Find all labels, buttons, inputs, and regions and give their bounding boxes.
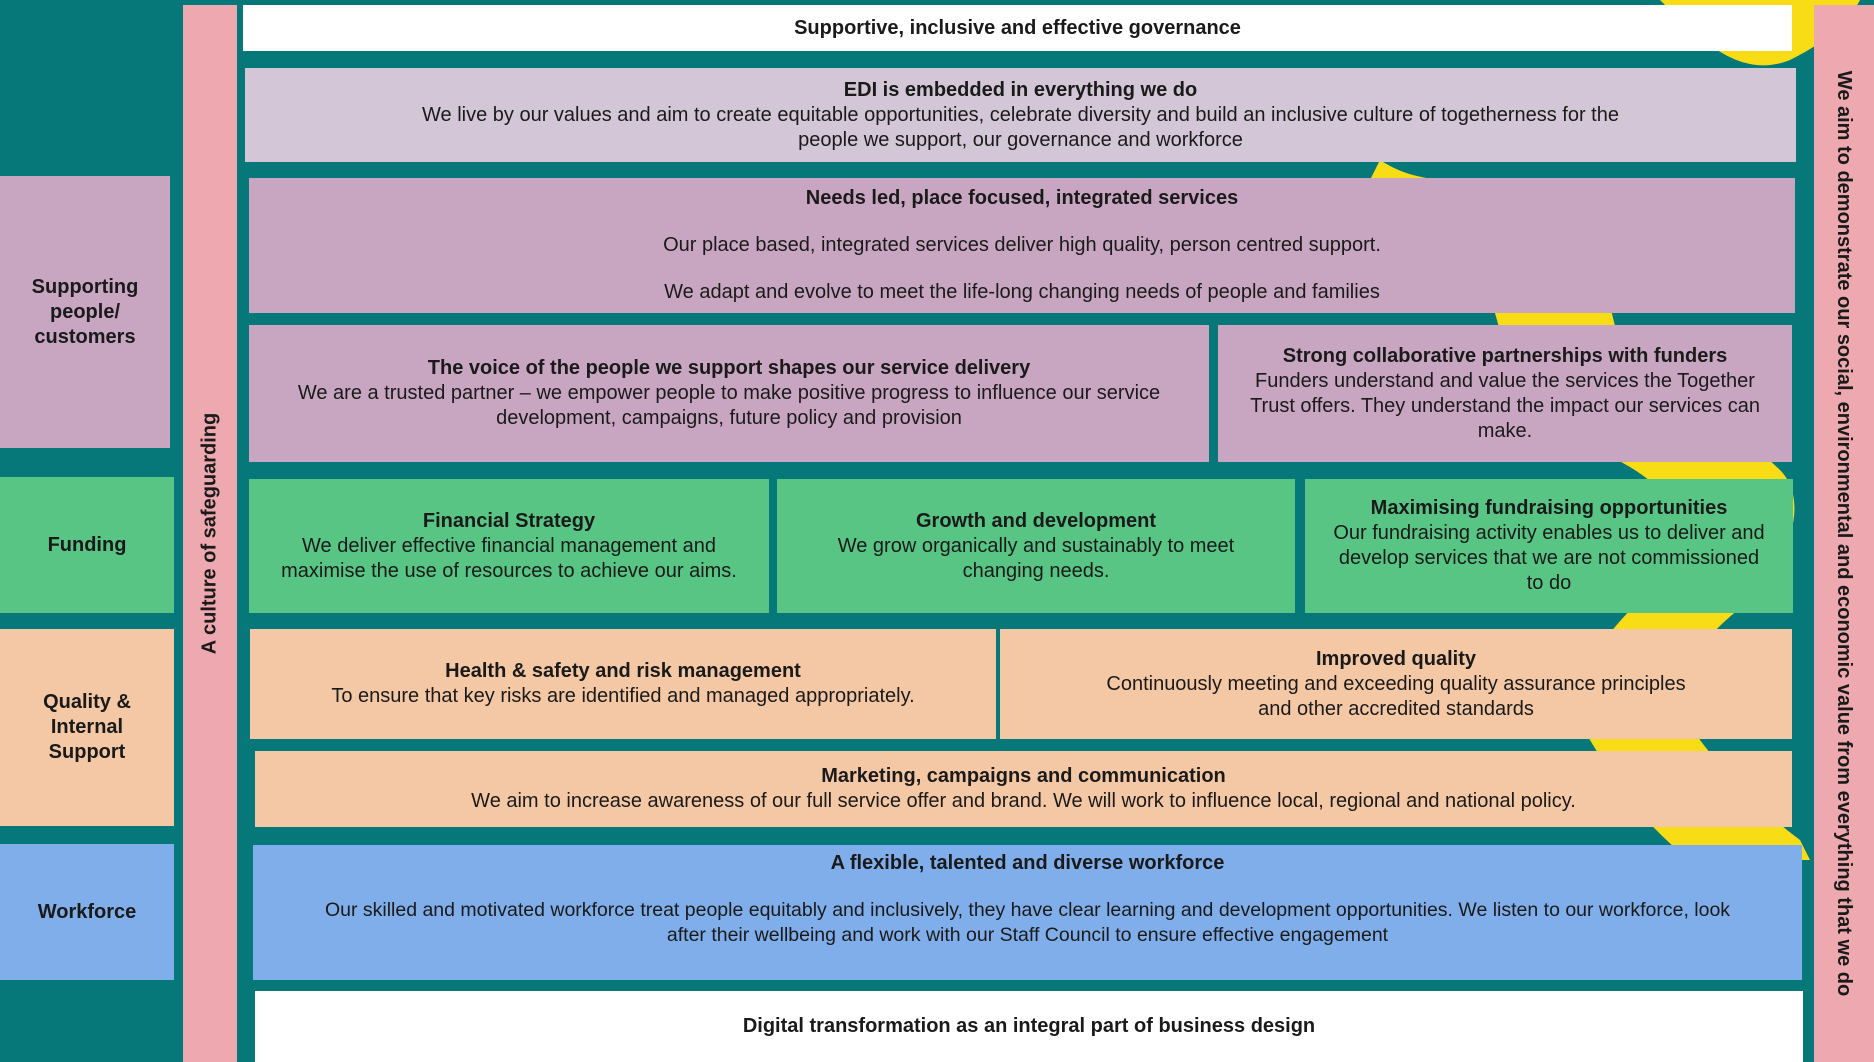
financial-text-line1: We deliver effective financial managemen… bbox=[302, 534, 716, 557]
partnerships-text-line2: Trust offers. They understand the impact… bbox=[1250, 394, 1760, 417]
financial-title: Financial Strategy bbox=[422, 509, 596, 532]
financial-text-line2: maximise the use of resources to achieve… bbox=[281, 559, 737, 582]
fundraising-title: Maximising fundraising opportunities bbox=[1370, 497, 1728, 519]
digital-transformation-banner: Digital transformation as an integral pa… bbox=[255, 991, 1803, 1062]
voice-text-line2: development, campaigns, future policy an… bbox=[496, 407, 962, 429]
workforce-box: A flexible, talented and diverse workfor… bbox=[253, 845, 1802, 980]
growth-box: Growth and development We grow organical… bbox=[777, 479, 1295, 613]
needs-title: Needs led, place focused, integrated ser… bbox=[805, 187, 1239, 209]
needs-text-line1: Our place based, integrated services del… bbox=[663, 234, 1381, 256]
workforce-title: A flexible, talented and diverse workfor… bbox=[830, 852, 1225, 874]
partnerships-text-line1: Funders understand and value the service… bbox=[1255, 369, 1755, 392]
workforce-text-line1: Our skilled and motivated workforce trea… bbox=[324, 899, 1731, 921]
edi-title: EDI is embedded in everything we do bbox=[843, 78, 1198, 101]
needs-text-line2: We adapt and evolve to meet the life-lon… bbox=[664, 281, 1380, 303]
category-funding: Funding bbox=[0, 477, 174, 613]
financial-strategy-box: Financial Strategy We deliver effective … bbox=[249, 479, 769, 613]
partnerships-title: Strong collaborative partnerships with f… bbox=[1282, 344, 1728, 367]
improved-quality-box: Improved quality Continuously meeting an… bbox=[1000, 629, 1792, 739]
category-funding-label: Funding bbox=[47, 533, 127, 556]
workforce-text-line2: after their wellbeing and work with our … bbox=[666, 924, 1389, 946]
category-workforce: Workforce bbox=[0, 844, 174, 980]
voice-title: The voice of the people we support shape… bbox=[427, 357, 1031, 379]
edi-box: EDI is embedded in everything we do We l… bbox=[245, 68, 1796, 162]
quality-text-line1: Continuously meeting and exceeding quali… bbox=[1106, 672, 1686, 695]
voice-text-line1: We are a trusted partner – we empower pe… bbox=[297, 382, 1161, 404]
fundraising-text-line3: to do bbox=[1526, 572, 1572, 594]
category-supporting-people: Supporting people/ customers bbox=[0, 176, 170, 448]
digital-title: Digital transformation as an integral pa… bbox=[742, 1015, 1316, 1037]
quality-text-line2: and other accredited standards bbox=[1258, 697, 1534, 720]
governance-title: Supportive, inclusive and effective gove… bbox=[794, 16, 1241, 39]
health-text-line1: To ensure that key risks are identified … bbox=[331, 685, 915, 707]
partnerships-text-line3: make. bbox=[1477, 419, 1533, 442]
edi-text-line2: people we support, our governance and wo… bbox=[798, 128, 1243, 151]
marketing-text-line1: We aim to increase awareness of our full… bbox=[471, 790, 1576, 812]
marketing-box: Marketing, campaigns and communication W… bbox=[255, 751, 1792, 827]
category-workforce-label: Workforce bbox=[37, 900, 137, 923]
health-safety-box: Health & safety and risk management To e… bbox=[250, 629, 996, 739]
growth-text-line1: We grow organically and sustainably to m… bbox=[837, 534, 1235, 557]
partnerships-box: Strong collaborative partnerships with f… bbox=[1218, 325, 1792, 462]
marketing-title: Marketing, campaigns and communication bbox=[821, 765, 1226, 787]
safeguarding-label: A culture of safeguarding bbox=[198, 412, 221, 655]
governance-banner: Supportive, inclusive and effective gove… bbox=[243, 5, 1792, 51]
category-quality-label: Quality & Internal Support bbox=[43, 691, 131, 763]
category-quality: Quality & Internal Support bbox=[0, 629, 174, 826]
needs-led-box: Needs led, place focused, integrated ser… bbox=[249, 178, 1795, 313]
fundraising-text-line2: develop services that we are not commiss… bbox=[1338, 547, 1760, 569]
category-supporting-label: Supporting people/ customers bbox=[31, 275, 139, 348]
edi-text-line1: We live by our values and aim to create … bbox=[422, 103, 1619, 126]
fundraising-box: Maximising fundraising opportunities Our… bbox=[1305, 479, 1793, 613]
growth-text-line2: changing needs. bbox=[962, 559, 1110, 582]
social-value-bar: We aim to demonstrate our social, enviro… bbox=[1814, 5, 1874, 1062]
growth-title: Growth and development bbox=[915, 509, 1157, 532]
voice-box: The voice of the people we support shape… bbox=[249, 325, 1209, 462]
safeguarding-bar: A culture of safeguarding bbox=[183, 5, 237, 1062]
health-title: Health & safety and risk management bbox=[445, 660, 801, 682]
social-value-label: We aim to demonstrate our social, enviro… bbox=[1833, 70, 1856, 997]
quality-title: Improved quality bbox=[1315, 647, 1477, 670]
fundraising-text-line1: Our fundraising activity enables us to d… bbox=[1333, 522, 1765, 544]
